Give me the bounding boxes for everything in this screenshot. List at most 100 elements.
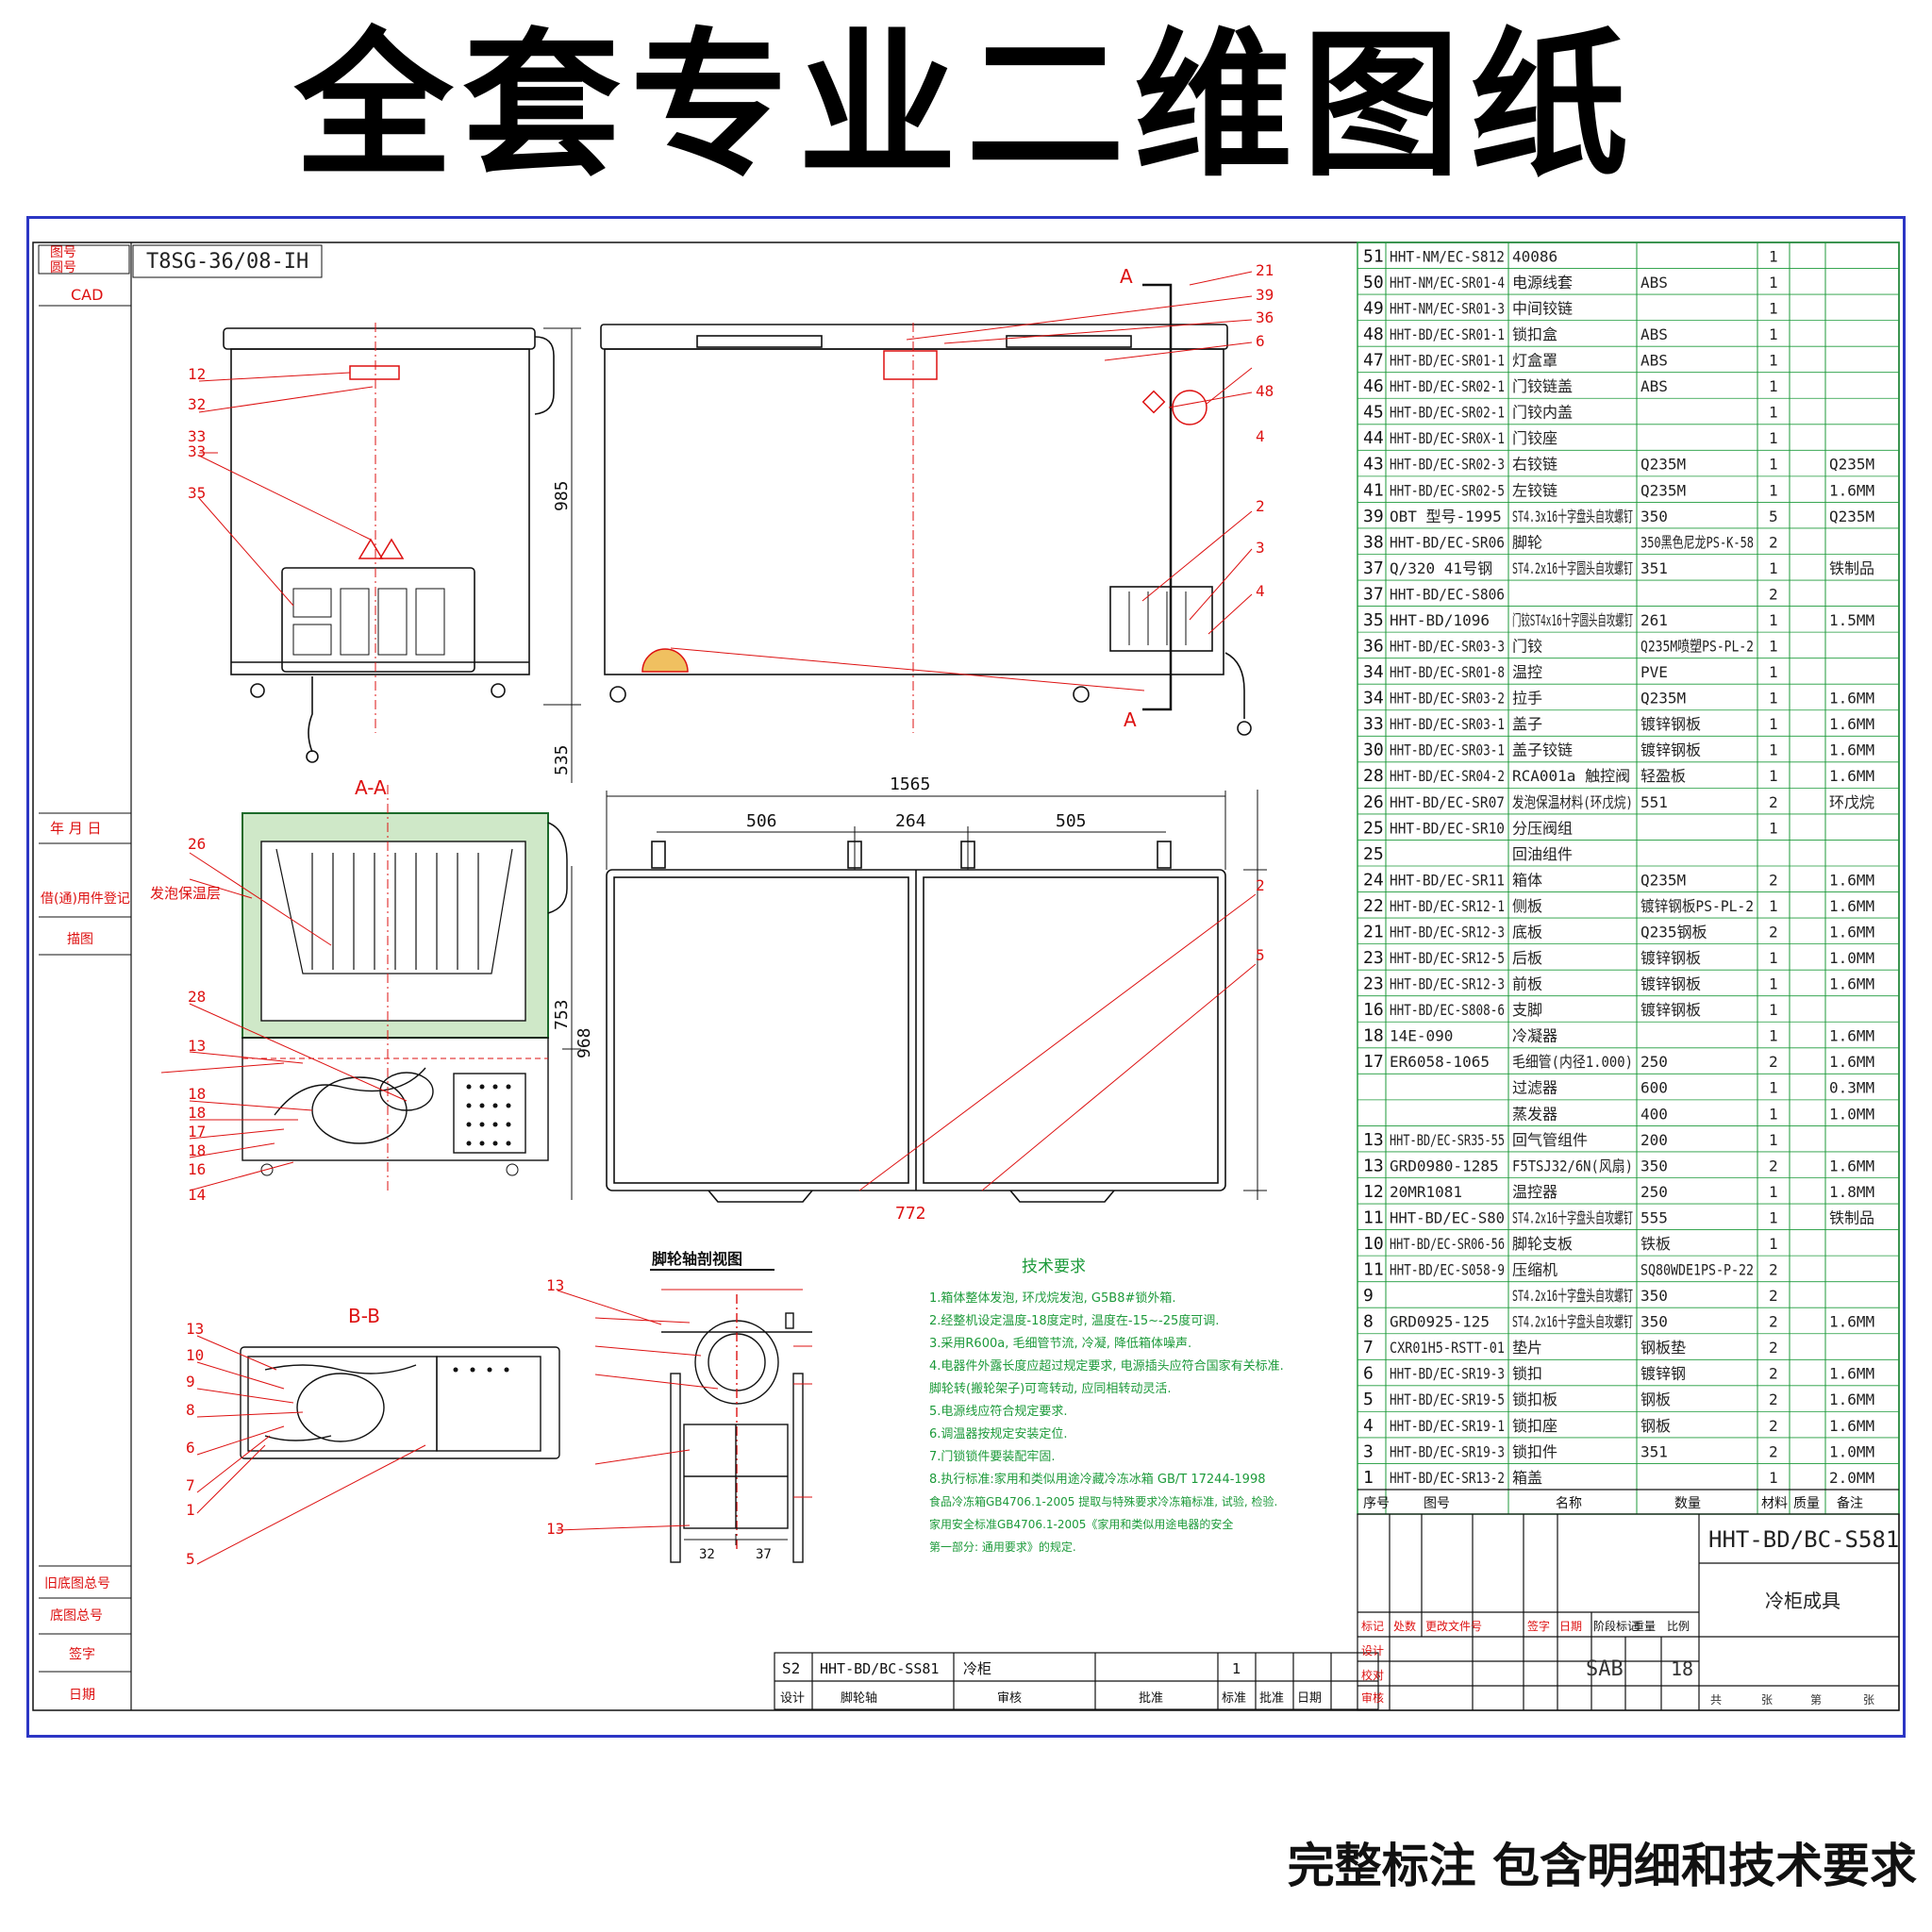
bom-cell-no: 33	[1363, 714, 1384, 734]
svg-text:12: 12	[188, 365, 206, 383]
bom-cell-qty: 2	[1769, 793, 1778, 811]
bom-cell-name: 右铰链	[1512, 456, 1557, 474]
bom-cell-qty: 2	[1769, 1391, 1778, 1408]
bom-cell-code: HHT-BD/EC-SR19-1	[1390, 1417, 1505, 1435]
bom-cell-qty: 1	[1769, 274, 1778, 291]
bom-cell-material: Q235M	[1641, 871, 1686, 889]
bom-cell-name: 锁扣件	[1512, 1442, 1557, 1460]
bom-cell-no: 50	[1363, 273, 1384, 292]
bom-cell-qty: 2	[1769, 1287, 1778, 1305]
sub-row2-3: 批准	[1139, 1691, 1163, 1706]
svg-text:2: 2	[1256, 497, 1265, 515]
bom-cell-material: ABS	[1641, 325, 1668, 343]
bom-cell-code: HHT-BD/EC-SR35-55	[1390, 1131, 1505, 1149]
bom-cell-note: 1.6MM	[1829, 923, 1874, 941]
bom-cell-name: F5TSJ32/6N(风扇)	[1512, 1157, 1633, 1174]
tech-req-4: 4.电器件外露长度应超过规定要求, 电源插头应符合国家有关标准.	[929, 1358, 1284, 1374]
caster-leaders	[557, 1290, 691, 1531]
bom-cell-material: Q235M	[1641, 456, 1686, 474]
bom-cell-qty: 1	[1769, 352, 1778, 370]
bom-cell-name: ST4.2x16十字盘头自攻螺钉	[1512, 1208, 1633, 1226]
bom-cell-no: 49	[1363, 298, 1384, 318]
bom-cell-qty: 2	[1769, 1417, 1778, 1435]
svg-text:7: 7	[186, 1476, 195, 1494]
svg-text:4: 4	[1256, 427, 1265, 445]
bom-cell-code: CXR01H5-RSTT-01	[1390, 1339, 1505, 1357]
bom-cell-qty: 1	[1769, 429, 1778, 447]
bom-cell-name: 盖子铰链	[1512, 741, 1573, 759]
bom-header-6: 备注	[1837, 1495, 1863, 1511]
bom-cell-no: 11	[1363, 1260, 1384, 1280]
bom-cell-no: 21	[1363, 922, 1384, 941]
sub-index: S2	[782, 1659, 800, 1677]
bom-cell-name: 毛细管(内径1.000)	[1512, 1053, 1633, 1071]
bom-cell-name: 箱盖	[1512, 1469, 1542, 1487]
bom-header-3: 数量	[1674, 1496, 1701, 1511]
bom-cell-material: 350	[1641, 1313, 1668, 1331]
drawing-number: T8SG-36/08-IH	[146, 250, 308, 274]
bom-cell-code: HHT-BD/EC-SR07	[1390, 793, 1505, 811]
bom-cell-material: 351	[1641, 1442, 1668, 1460]
section-bb-title: B-B	[348, 1305, 380, 1327]
front-view-leaders	[198, 372, 374, 607]
bom-cell-code: HHT-BD/EC-SR11	[1390, 871, 1505, 889]
svg-text:10: 10	[186, 1346, 204, 1364]
bom-cell-no: 35	[1363, 610, 1384, 630]
svg-text:33: 33	[188, 427, 206, 445]
bom-cell-note: 1.5MM	[1829, 611, 1874, 629]
bom-cell-no: 3	[1363, 1441, 1374, 1461]
bom-cell-material: 555	[1641, 1208, 1668, 1226]
bom-cell-qty: 1	[1769, 1183, 1778, 1201]
dim-985: 985	[552, 480, 572, 511]
title-stage-label: 阶段标记	[1593, 1619, 1639, 1633]
bom-cell-qty: 2	[1769, 1339, 1778, 1357]
bom-cell-code: HHT-BD/EC-SR01-8	[1390, 663, 1505, 681]
title-sign-design: 设计	[1361, 1644, 1384, 1657]
bom-cell-name: 门铰链盖	[1512, 377, 1573, 395]
bom-cell-name: 脚轮	[1512, 533, 1542, 551]
left-sidebar: 图号 圆号 CAD 年 月 日 借(通)用件登记 描图 旧底图总号 底图总号 签…	[38, 242, 132, 1710]
bom-cell-qty: 1	[1769, 741, 1778, 759]
bom-cell-code: HHT-BD/EC-SR02-1	[1390, 377, 1505, 395]
bom-cell-qty: 2	[1769, 533, 1778, 551]
bom-cell-code: HHT-BD/EC-SR01-1	[1390, 352, 1505, 370]
bom-cell-material: Q235M	[1641, 690, 1686, 708]
bom-cell-qty: 1	[1769, 638, 1778, 656]
bom-cell-qty: 2	[1769, 1365, 1778, 1383]
bom-cell-note: 0.3MM	[1829, 1079, 1874, 1097]
dim-1565: 1565	[890, 774, 930, 794]
sub-row2-6: 日期	[1297, 1691, 1322, 1706]
bom-cell-no: 39	[1363, 507, 1384, 526]
bom-cell-no: 25	[1363, 818, 1384, 838]
bom-cell-note: Q235M	[1829, 508, 1874, 525]
bom-cell-qty: 1	[1769, 299, 1778, 317]
bom-cell-code: HHT-BD/EC-S058-9	[1390, 1261, 1505, 1279]
bom-cell-material: 400	[1641, 1105, 1668, 1123]
bom-cell-no: 34	[1363, 662, 1384, 682]
bom-cell-qty: 1	[1769, 767, 1778, 785]
dim-505: 505	[1056, 811, 1087, 831]
bom-cell-material: 351	[1641, 559, 1668, 577]
bom-cell-code: HHT-BD/EC-SR10	[1390, 819, 1505, 837]
bom-cell-no: 26	[1363, 792, 1384, 812]
section-mark-a-top: A	[1120, 265, 1133, 288]
bom-cell-qty: 2	[1769, 1313, 1778, 1331]
bom-cell-material: 261	[1641, 611, 1668, 629]
bom-cell-note: 1.6MM	[1829, 1053, 1874, 1071]
bom-cell-name: RCA001a 触控阀	[1512, 767, 1630, 785]
bom-cell-material: ABS	[1641, 274, 1668, 291]
bom-cell-note: 1.6MM	[1829, 1157, 1874, 1174]
bom-cell-name: 过滤器	[1512, 1079, 1557, 1097]
sub-row2-2: 审核	[997, 1691, 1022, 1706]
title-scale-value: 18	[1671, 1657, 1693, 1680]
sub-row2-5: 批准	[1259, 1691, 1284, 1706]
bom-cell-code: 20MR1081	[1390, 1183, 1462, 1201]
bom-cell-no: 11	[1363, 1208, 1384, 1227]
bom-cell-code: HHT-BD/EC-SR19-3	[1390, 1442, 1505, 1460]
top-view	[606, 841, 1226, 1203]
bom-cell-name: 拉手	[1512, 690, 1542, 708]
bom-cell-no: 48	[1363, 325, 1384, 344]
bom-cell-qty: 2	[1769, 871, 1778, 889]
bom-cell-qty: 1	[1769, 1469, 1778, 1487]
